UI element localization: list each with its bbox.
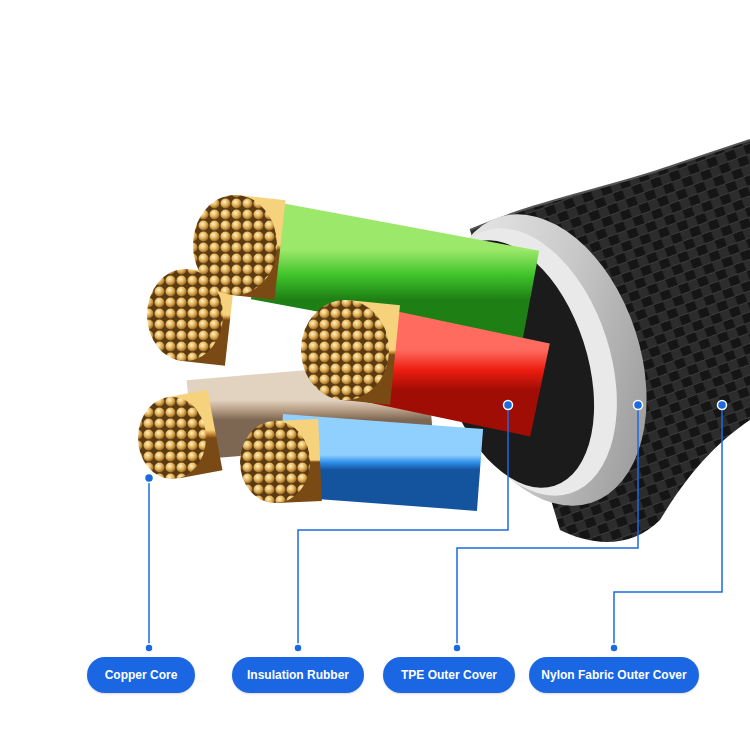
- label-text: Copper Core: [105, 668, 178, 682]
- label-pill: TPE Outer Cover: [383, 657, 515, 693]
- label-text: Nylon Fabric Outer Cover: [541, 668, 686, 682]
- label-text: Insulation Rubber: [247, 668, 349, 682]
- label-pill: Copper Core: [87, 657, 195, 693]
- label-pill: Nylon Fabric Outer Cover: [529, 657, 699, 693]
- label-pill: Insulation Rubber: [232, 657, 364, 693]
- label-text: TPE Outer Cover: [401, 668, 497, 682]
